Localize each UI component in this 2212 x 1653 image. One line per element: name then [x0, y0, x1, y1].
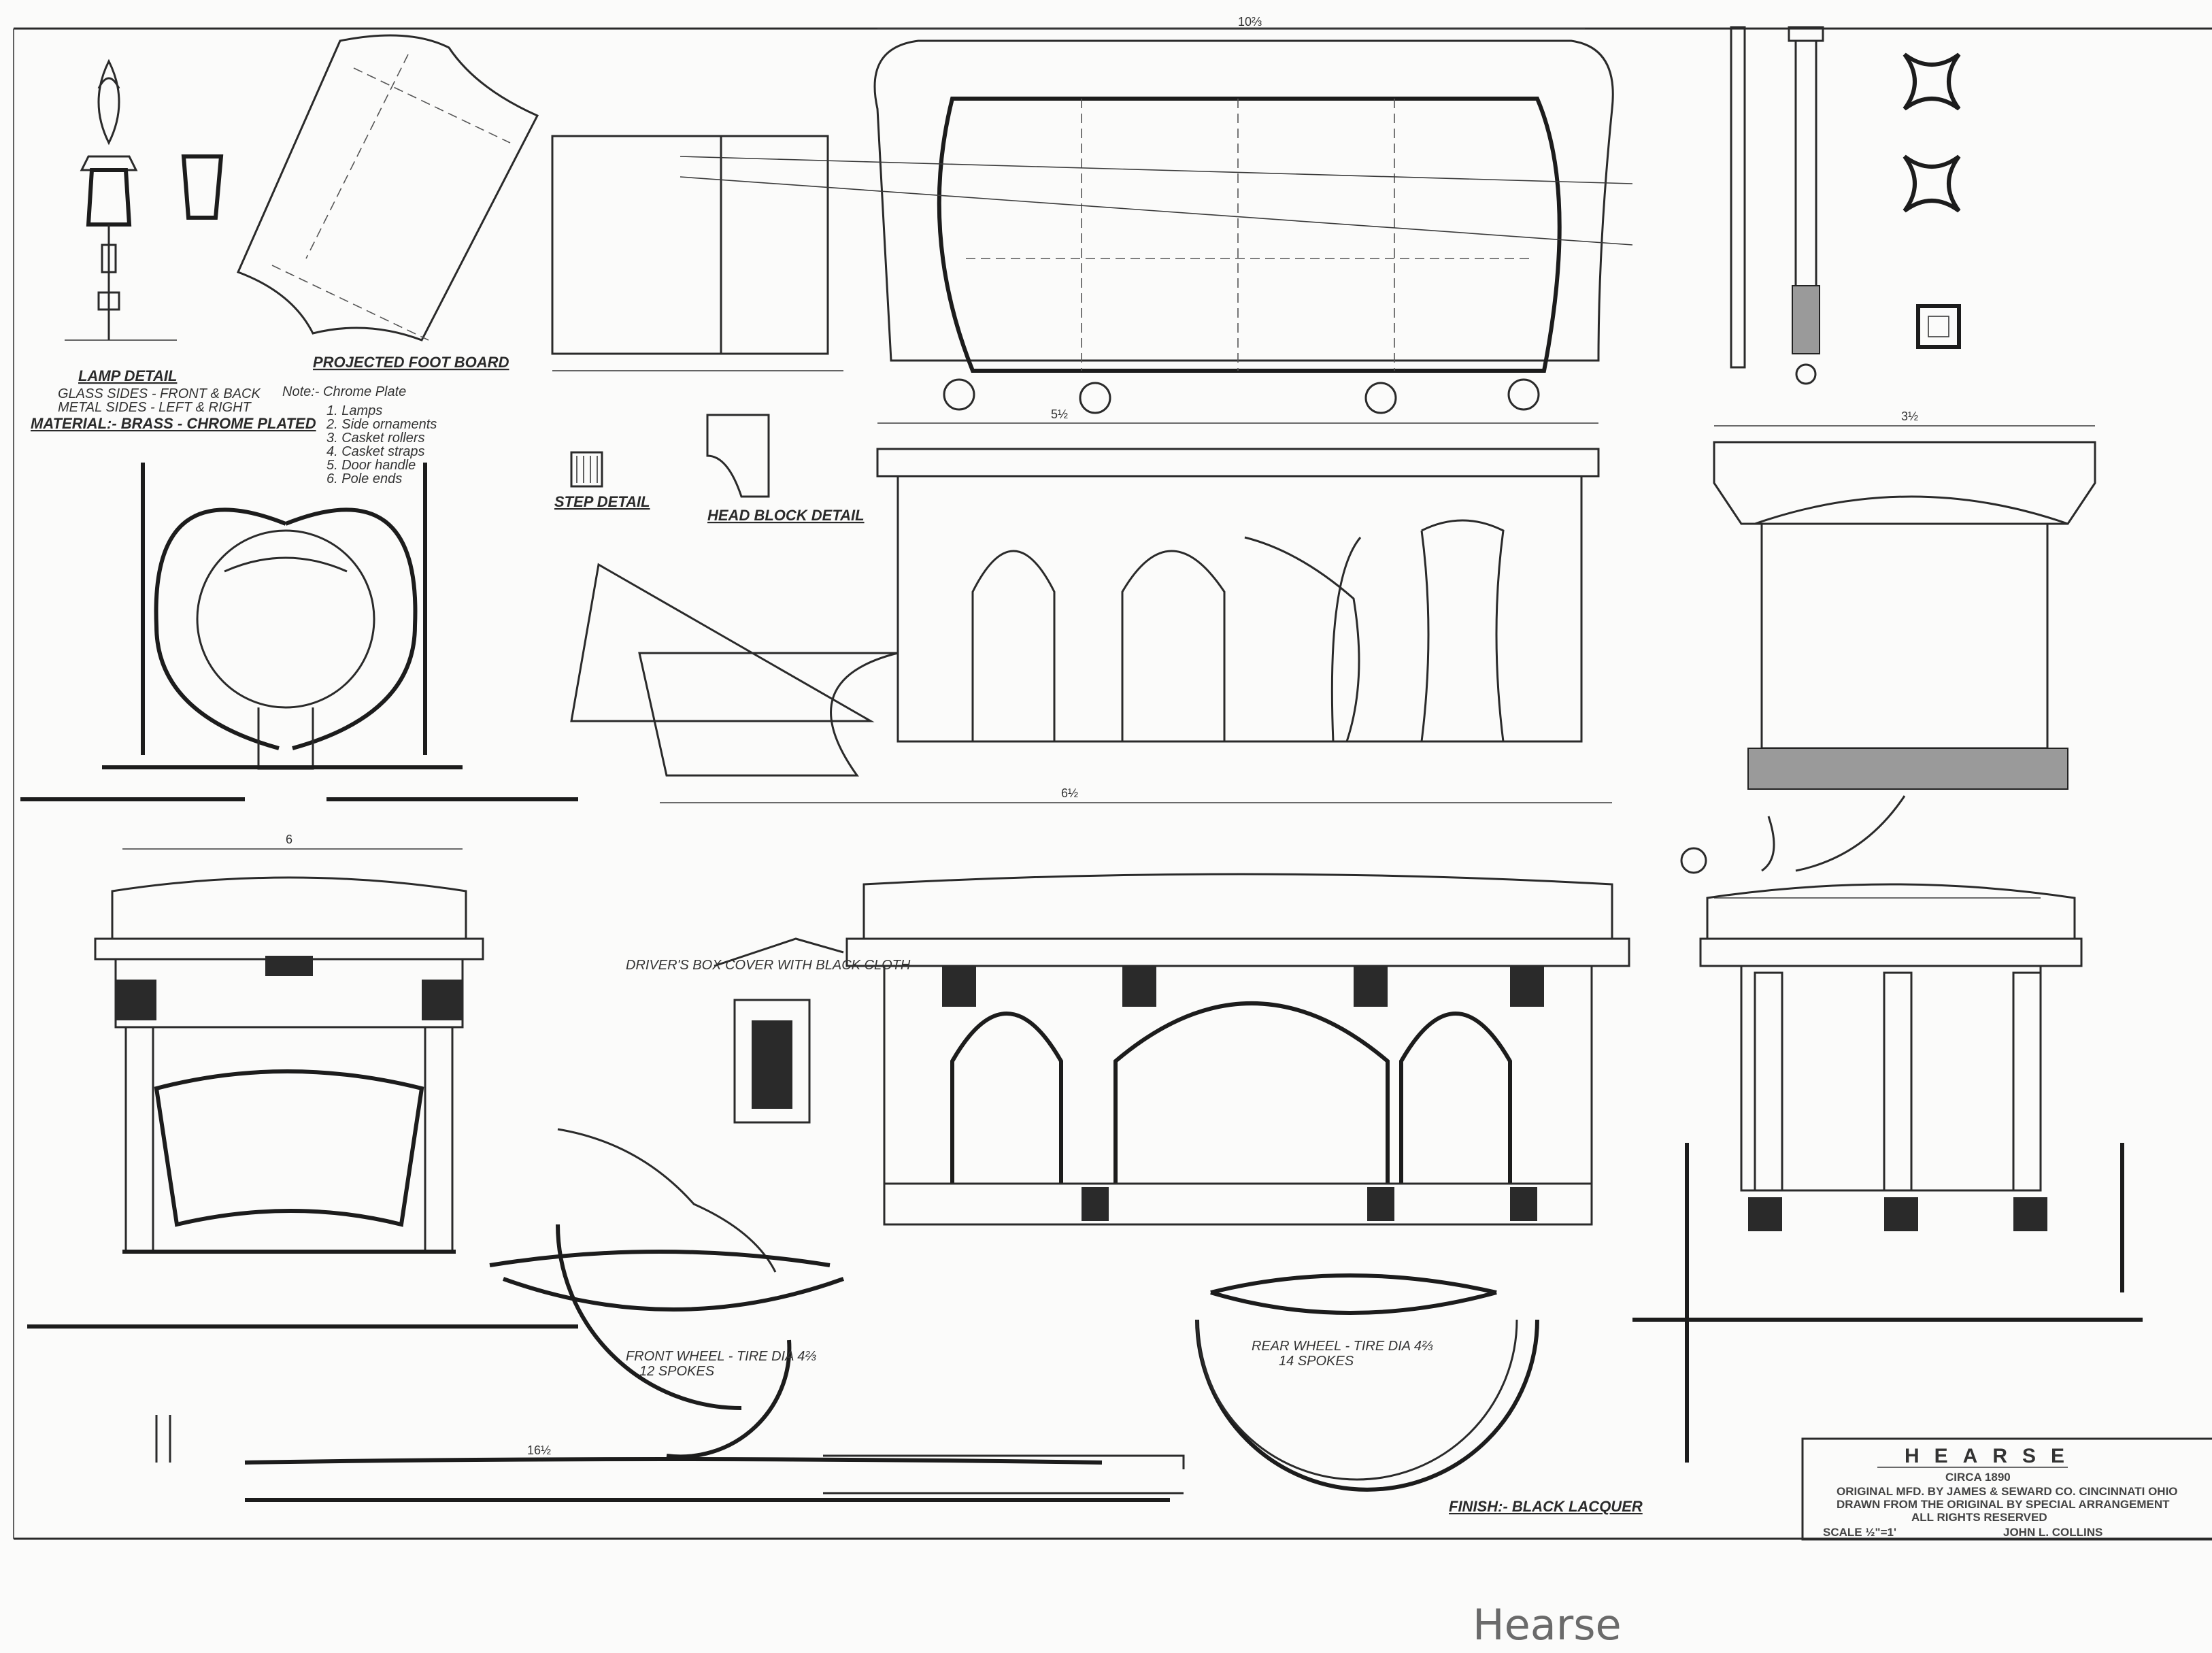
step-detail-label: STEP DETAIL [554, 493, 650, 510]
drivers-box-label: DRIVER'S BOX COVER WITH BLACK CLOTH [626, 958, 911, 973]
title-block-circa: CIRCA 1890 [1945, 1471, 2011, 1484]
head-block-label: HEAD BLOCK DETAIL [707, 507, 865, 524]
column-details [1730, 26, 1961, 385]
title-block: HEARSE CIRCA 1890 ORIGINAL MFD. BY JAMES… [1801, 1437, 2212, 1541]
lamp-detail-title: LAMP DETAIL [78, 367, 177, 384]
chrome-note-item: 2. Side ornaments [326, 417, 437, 432]
lamp-detail-line2: METAL SIDES - LEFT & RIGHT [58, 400, 252, 415]
chrome-note-item: 5. Door handle [326, 458, 416, 473]
front-elevation [27, 876, 578, 1329]
chrome-note-item: 6. Pole ends [326, 471, 402, 486]
caption: Hearse [1473, 1600, 1622, 1650]
dimension-overall: 10⅔ [1238, 15, 1262, 29]
chrome-note-title: Note:- Chrome Plate [282, 384, 406, 399]
side-elevation-exterior: FRONT WHEEL - TIRE DIA 4⅔ 12 SPOKES REAR… [489, 873, 1643, 1515]
dimension-rear: 3½ [1901, 410, 1918, 423]
chrome-plate-note: Note:- Chrome Plate 1. Lamps 2. Side orn… [282, 384, 437, 486]
title-block-line2: DRAWN FROM THE ORIGINAL BY SPECIAL ARRAN… [1837, 1498, 2170, 1511]
rear-elevation [1632, 883, 2143, 1463]
lamp-detail: LAMP DETAIL GLASS SIDES - FRONT & BACK M… [31, 59, 316, 432]
dimension-body: 6½ [1061, 786, 1078, 800]
chrome-note-item: 3. Casket rollers [326, 431, 425, 446]
rear-section-view: 3½ [1680, 410, 2096, 899]
step-detail: STEP DETAIL HEAD BLOCK DETAIL [554, 414, 865, 524]
lamp-detail-line1: GLASS SIDES - FRONT & BACK [58, 386, 262, 401]
dimension-shaft: 16½ [527, 1443, 551, 1457]
projected-foot-board: PROJECTED FOOT BOARD [236, 34, 539, 371]
dimension-front: 5½ [1051, 407, 1068, 421]
lamp-detail-material: MATERIAL:- BRASS - CHROME PLATED [31, 415, 316, 432]
title-block-scale: SCALE ½"=1' [1823, 1526, 1896, 1539]
top-plan-view: 10⅔ [551, 15, 1633, 414]
side-elevation-section: 5½ 6½ [570, 407, 1612, 803]
chrome-note-item: 1. Lamps [326, 403, 382, 418]
dimension-axle: 6 [286, 833, 292, 846]
front-framework-view: 6 [20, 463, 578, 850]
title-block-author: JOHN L. COLLINS [2003, 1526, 2102, 1539]
chrome-note-item: 4. Casket straps [326, 444, 425, 459]
shaft-detail: 16½ [155, 1415, 1185, 1502]
foot-board-label: PROJECTED FOOT BOARD [313, 354, 509, 371]
front-wheel-spokes: 12 SPOKES [639, 1364, 715, 1379]
rear-wheel-spokes: 14 SPOKES [1279, 1354, 1354, 1369]
title-block-title: HEARSE [1905, 1445, 2079, 1467]
rear-wheel-label: REAR WHEEL - TIRE DIA 4⅔ [1252, 1339, 1433, 1354]
front-wheel-label: FRONT WHEEL - TIRE DIA 4⅔ [626, 1349, 816, 1364]
title-block-line3: ALL RIGHTS RESERVED [1911, 1511, 2047, 1524]
title-block-line1: ORIGINAL MFD. BY JAMES & SEWARD CO. CINC… [1837, 1485, 2178, 1498]
finish-note: FINISH:- BLACK LACQUER [1449, 1498, 1643, 1515]
